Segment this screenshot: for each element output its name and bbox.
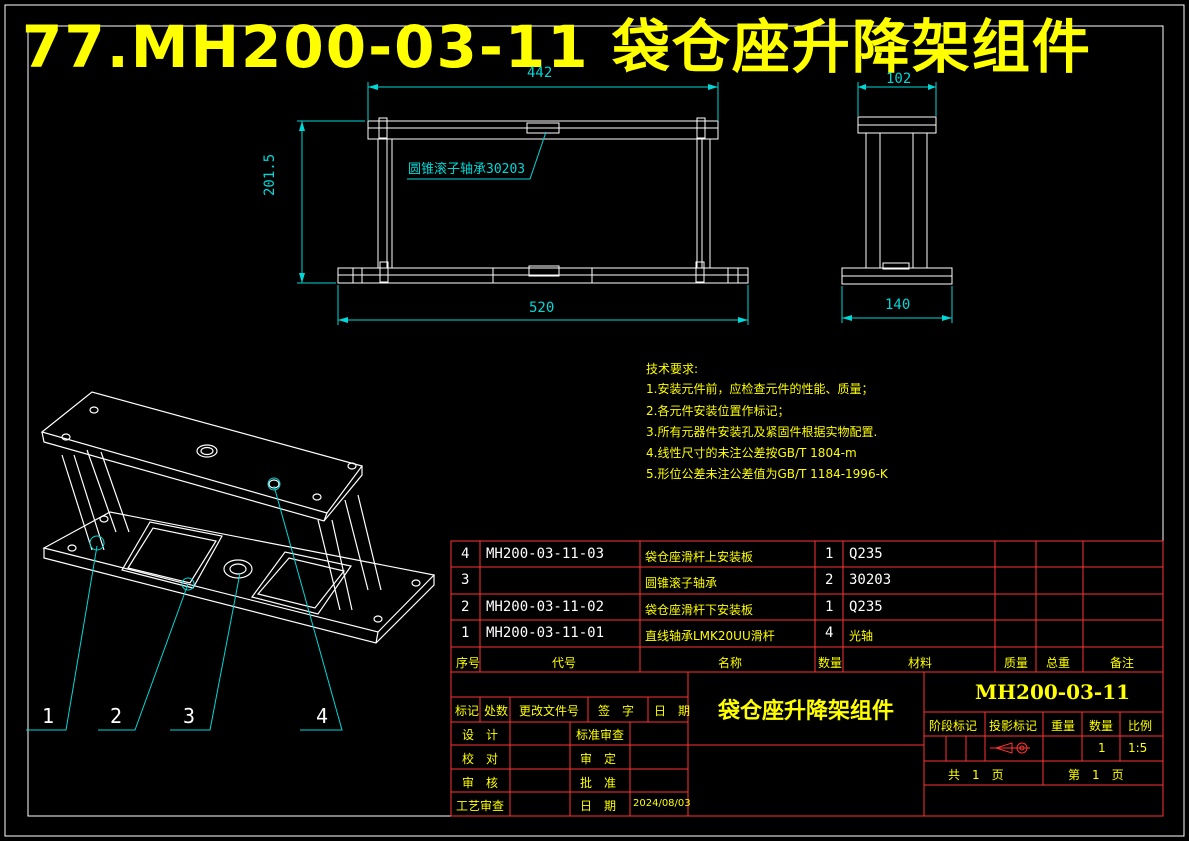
dim-height: 201.5 bbox=[262, 153, 278, 196]
bom-row-no: 4 bbox=[461, 546, 470, 562]
tech-req-item: 1.安装元件前，应检查元件的性能、质量； bbox=[646, 382, 874, 396]
bom-header-total-weight: 总重 bbox=[1046, 656, 1071, 670]
bom-row-name: 圆锥滚子轴承 bbox=[645, 576, 718, 590]
dim-top-width: 442 bbox=[527, 65, 553, 81]
tech-req-item: 3.所有元器件安装孔及紧固件根据实物配置. bbox=[646, 425, 878, 439]
bom-row-qty: 2 bbox=[825, 572, 834, 588]
callout-4: 4 bbox=[316, 704, 329, 728]
isometric-view bbox=[40, 391, 436, 644]
tb-projection-label: 投影标记 bbox=[989, 719, 1038, 733]
tb-audit: 审 核 bbox=[462, 776, 499, 790]
dim-side-bottom: 140 bbox=[885, 297, 911, 313]
tb-standard: 标准审查 bbox=[576, 728, 625, 742]
bom-row-code: MH200-03-11-01 bbox=[486, 625, 605, 641]
bom-row-name: 袋仓座滑杆上安装板 bbox=[645, 550, 754, 564]
side-view bbox=[841, 116, 953, 285]
tb-date-value: 2024/08/03 bbox=[633, 798, 691, 809]
bom-row-qty: 4 bbox=[825, 625, 834, 641]
tb-sheet-number: 第 1 页 bbox=[1068, 768, 1124, 782]
bom-header-no: 序号 bbox=[456, 656, 481, 670]
bom-table-grid bbox=[450, 540, 1164, 673]
tb-process: 工艺审查 bbox=[456, 799, 505, 813]
dim-side-top: 102 bbox=[886, 71, 912, 87]
tb-quantity-value: 1 bbox=[1098, 741, 1106, 755]
tech-req-item: 2.各元件安装位置作标记； bbox=[646, 404, 790, 418]
tb-approve: 批 准 bbox=[580, 776, 617, 790]
callout-1: 1 bbox=[42, 704, 55, 728]
tb-check: 校 对 bbox=[462, 752, 499, 766]
tb-rev-count: 处数 bbox=[484, 704, 509, 718]
tb-scale-label: 比例 bbox=[1128, 719, 1153, 733]
bom-header-material: 材料 bbox=[908, 656, 933, 670]
bom-header-qty: 数量 bbox=[818, 656, 843, 670]
bom-row-material: Q235 bbox=[849, 599, 883, 615]
bom-row-qty: 1 bbox=[825, 599, 834, 615]
tb-weight-label: 重量 bbox=[1051, 719, 1076, 733]
callout-leaders bbox=[26, 477, 343, 731]
tb-date-label: 日 期 bbox=[580, 799, 617, 813]
tb-review: 审 定 bbox=[580, 752, 617, 766]
tb-rev-mark: 标记 bbox=[455, 704, 480, 718]
tb-scale-value: 1:5 bbox=[1128, 741, 1148, 755]
tb-part-name: 袋仓座升降架组件 bbox=[718, 698, 895, 724]
bom-row-code: MH200-03-11-02 bbox=[486, 599, 605, 615]
tb-quantity-label: 数量 bbox=[1089, 719, 1114, 733]
bom-row-code: MH200-03-11-03 bbox=[486, 546, 605, 562]
bom-row-name: 直线轴承LMK20UU滑杆 bbox=[645, 629, 775, 643]
bearing-label: 圆锥滚子轴承30203 bbox=[408, 162, 526, 177]
bom-row-no: 2 bbox=[461, 599, 470, 615]
drawing-title: 77.MH200-03-11 袋仓座升降架组件 bbox=[22, 13, 1092, 81]
tb-design: 设 计 bbox=[462, 728, 499, 742]
bom-row-material: 光轴 bbox=[849, 629, 874, 643]
tb-rev-doc: 更改文件号 bbox=[519, 704, 580, 718]
tech-req-item: 4.线性尺寸的未注公差按GB/T 1804-m bbox=[646, 446, 857, 460]
bom-row-no: 3 bbox=[461, 572, 470, 588]
bom-header-code: 代号 bbox=[552, 656, 577, 670]
tech-req-item: 5.形位公差未注公差值为GB/T 1184-1996-K bbox=[646, 467, 888, 481]
tb-drawing-number: MH200-03-11 bbox=[975, 680, 1131, 704]
front-top-plate bbox=[367, 120, 719, 140]
bom-row-qty: 1 bbox=[825, 546, 834, 562]
title-block-grid bbox=[450, 671, 1164, 817]
bom-header-name: 名称 bbox=[718, 656, 743, 670]
projection-symbol bbox=[990, 742, 1030, 754]
bom-row-material: 30203 bbox=[849, 572, 892, 588]
outer-frame bbox=[4, 4, 1185, 837]
bom-row-material: Q235 bbox=[849, 546, 883, 562]
dim-bottom-width: 520 bbox=[529, 300, 555, 316]
tech-req-title: 技术要求: bbox=[646, 362, 699, 376]
tb-sheets-total: 共 1 页 bbox=[948, 768, 1004, 782]
bom-header-unit-weight: 质量 bbox=[1004, 656, 1029, 670]
bom-header-remarks: 备注 bbox=[1110, 656, 1135, 670]
tb-rev-sign: 签 字 bbox=[598, 704, 635, 718]
bom-row-no: 1 bbox=[461, 625, 470, 641]
tb-stage-label: 阶段标记 bbox=[929, 719, 978, 733]
dimension-lines bbox=[297, 82, 953, 325]
front-view bbox=[337, 117, 749, 284]
dimension-arrows bbox=[299, 84, 952, 323]
callout-2: 2 bbox=[110, 704, 123, 728]
bom-row-name: 袋仓座滑杆下安装板 bbox=[645, 603, 754, 617]
callout-3: 3 bbox=[183, 704, 196, 728]
tb-rev-date: 日 期 bbox=[654, 704, 691, 718]
